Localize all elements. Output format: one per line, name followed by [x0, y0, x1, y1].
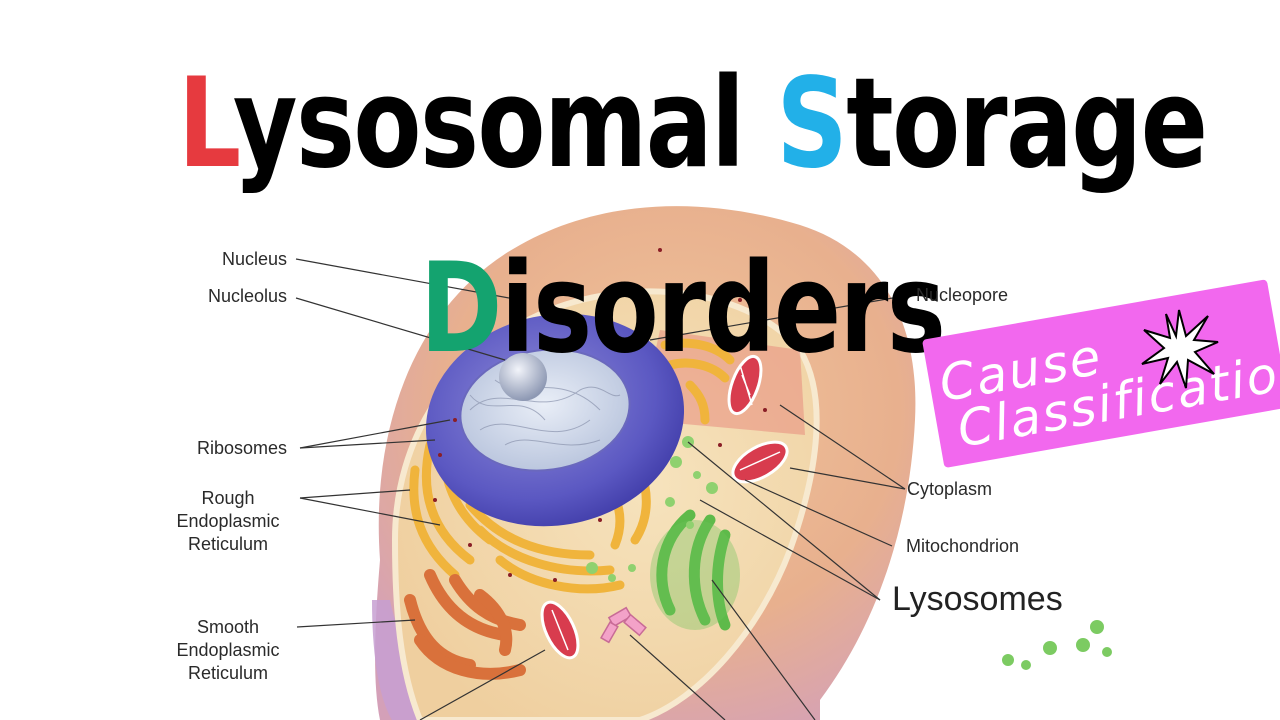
- smooth-er-illustration: [404, 569, 526, 680]
- label-rough-er-line-3: Reticulum: [187, 534, 269, 554]
- title-word-lysosomal: ysosomal: [232, 52, 777, 196]
- lysosome-dots-illustration: [586, 436, 718, 582]
- leader-lines: [295, 258, 911, 720]
- title-word-disorders: isorders: [500, 237, 946, 381]
- lysosome-label-dots: [1002, 620, 1112, 670]
- title-line-1: Lysosomal Storage: [178, 52, 1208, 196]
- title-line-2: Disorders: [420, 237, 946, 381]
- label-cytoplasm: Cytoplasm: [907, 479, 993, 499]
- centrosome-illustration: [600, 606, 647, 644]
- label-rough-er: Rough Endoplasmic Reticulum: [160, 487, 296, 556]
- label-lysosomes: Lysosomes: [892, 580, 1063, 618]
- mitochondria-illustration: [540, 354, 789, 660]
- title-word-storage: torage: [846, 52, 1208, 196]
- label-mitochondrion: Mitochondrion: [906, 536, 1020, 556]
- label-ribosomes: Ribosomes: [196, 438, 287, 458]
- title-letter-l: L: [178, 52, 234, 196]
- title-letter-s: S: [776, 52, 847, 196]
- label-rough-er-line-2: Endoplasmic: [176, 511, 280, 531]
- label-smooth-er: Smooth Endoplasmic Reticulum: [160, 616, 296, 685]
- label-smooth-er-line-2: Endoplasmic: [176, 640, 280, 660]
- label-smooth-er-line-1: Smooth: [196, 617, 260, 637]
- label-nucleus: Nucleus: [221, 249, 287, 269]
- label-rough-er-line-1: Rough: [201, 488, 255, 508]
- nucleolus-illustration: [499, 353, 547, 401]
- label-smooth-er-line-3: Reticulum: [187, 663, 269, 683]
- golgi-illustration: [656, 509, 731, 631]
- starburst-icon: [1141, 309, 1219, 389]
- label-nucleopore: Nucleopore: [916, 285, 1009, 305]
- label-nucleolus: Nucleolus: [207, 286, 287, 306]
- title-letter-d: D: [420, 237, 502, 381]
